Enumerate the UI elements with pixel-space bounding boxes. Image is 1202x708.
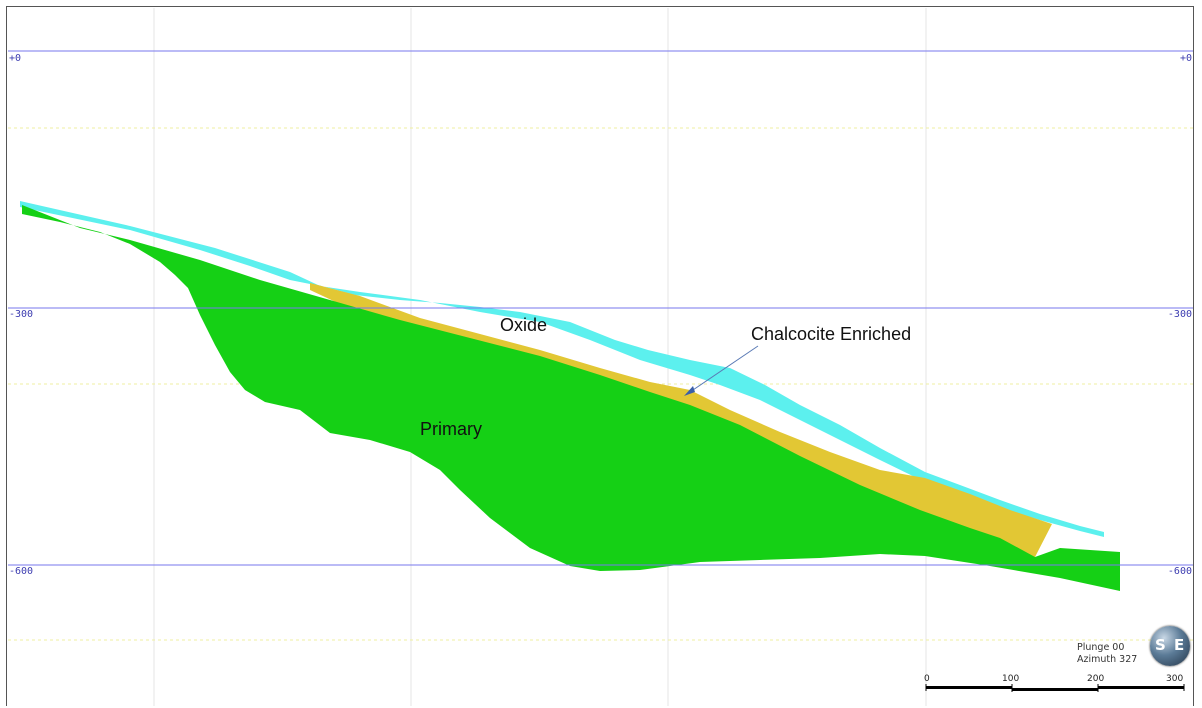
chalcocite-leader-line xyxy=(689,345,759,393)
primary-zone xyxy=(22,205,1120,591)
primary-label: Primary xyxy=(420,419,482,439)
logo-letter-left: S xyxy=(1155,636,1166,654)
view-frame xyxy=(6,6,1194,706)
company-logo: S E xyxy=(1150,626,1190,666)
elevation-label-bottom-right: -600 xyxy=(1167,566,1192,577)
scale-label-200: 200 xyxy=(1087,674,1105,684)
elevation-label-top-left: +0 xyxy=(9,53,22,64)
oxide-label: Oxide xyxy=(500,315,548,335)
scale-label-300: 300 xyxy=(1166,674,1184,684)
chalcocite-label: Chalcocite Enriched xyxy=(751,324,912,344)
azimuth-label: Azimuth 327 xyxy=(1077,654,1138,665)
oxide-zone xyxy=(20,201,1104,537)
elevation-label-middle-left: -300 xyxy=(9,309,34,320)
elevation-label-top-right: +0 xyxy=(1179,53,1192,64)
plunge-label: Plunge 00 xyxy=(1077,642,1125,653)
elevation-label-middle-right: -300 xyxy=(1167,309,1192,320)
scale-bar-segment xyxy=(926,686,1012,689)
logo-letter-right: E xyxy=(1174,636,1185,654)
scale-bar-segment xyxy=(1012,688,1098,691)
chalcocite-arrowhead xyxy=(684,386,695,396)
scale-label-0: 0 xyxy=(924,674,930,684)
scale-label-100: 100 xyxy=(1002,674,1020,684)
scale-bar-segment xyxy=(1098,686,1184,689)
elevation-label-bottom-left: -600 xyxy=(9,566,34,577)
